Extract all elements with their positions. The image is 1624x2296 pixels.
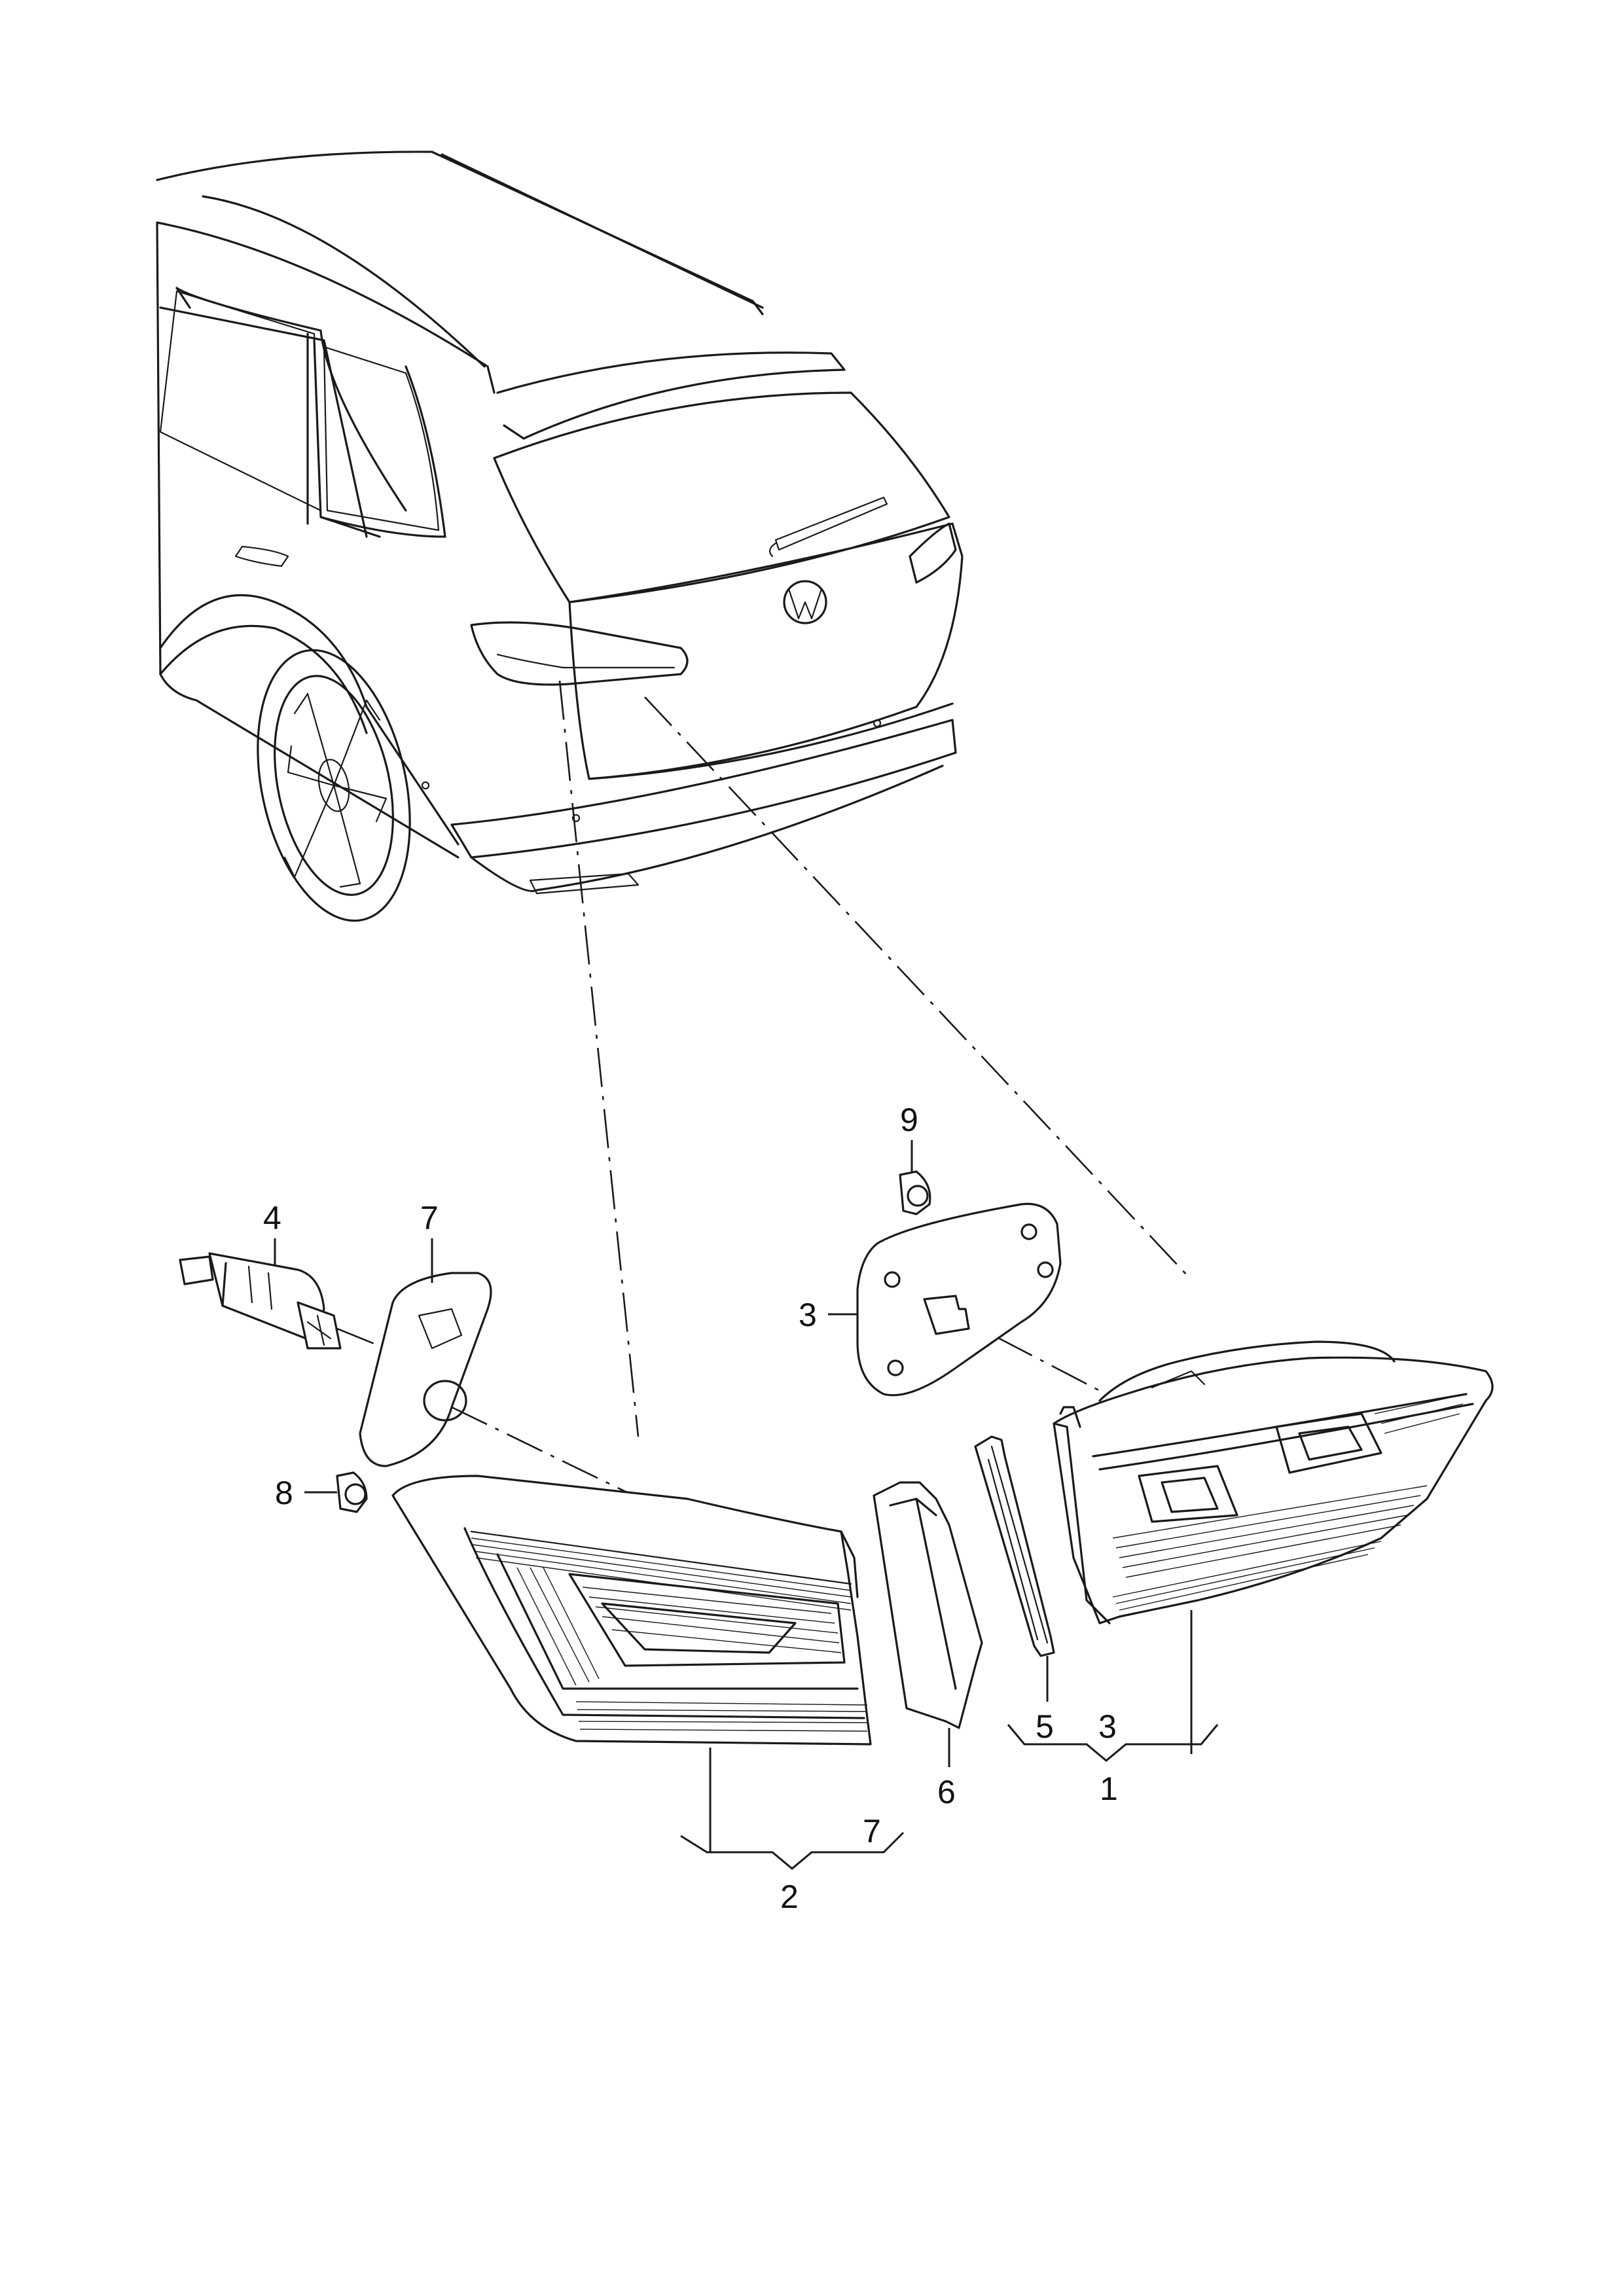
- part-8-clip-nut: [336, 1471, 368, 1513]
- callout-3-left: 3: [799, 1297, 817, 1333]
- part-2-outer-tail-light: [391, 1475, 872, 1746]
- part-6-trim-strip: [873, 1481, 983, 1729]
- vehicle-rear-view: [156, 151, 964, 922]
- callout-7-group: 7: [863, 1813, 881, 1850]
- part-1-inner-tail-light: [1053, 1340, 1494, 1624]
- callout-8: 8: [275, 1475, 293, 1511]
- vw-logo-icon: [783, 580, 827, 624]
- callout-7-top: 7: [420, 1200, 439, 1236]
- part-4-bulb-socket: [179, 1252, 342, 1350]
- callout-6: 6: [937, 1774, 956, 1810]
- callout-4: 4: [263, 1200, 281, 1236]
- callout-1: 1: [1100, 1770, 1118, 1807]
- part-3-bulb-holder: [856, 1202, 1062, 1397]
- callout-2: 2: [780, 1878, 799, 1915]
- part-5-seal-strip: [974, 1435, 1055, 1657]
- callout-3-group: 3: [1098, 1708, 1117, 1745]
- callout-leaders: [274, 1140, 1219, 1870]
- callout-5: 5: [1036, 1708, 1054, 1745]
- callout-labels: 4 7 8 9 3 6 5 3 1 7 2: [263, 1102, 1118, 1915]
- part-9-clip-nut: [899, 1170, 931, 1215]
- callout-9: 9: [900, 1102, 918, 1138]
- part-7-gasket: [359, 1272, 492, 1467]
- rear-wheel: [257, 649, 411, 922]
